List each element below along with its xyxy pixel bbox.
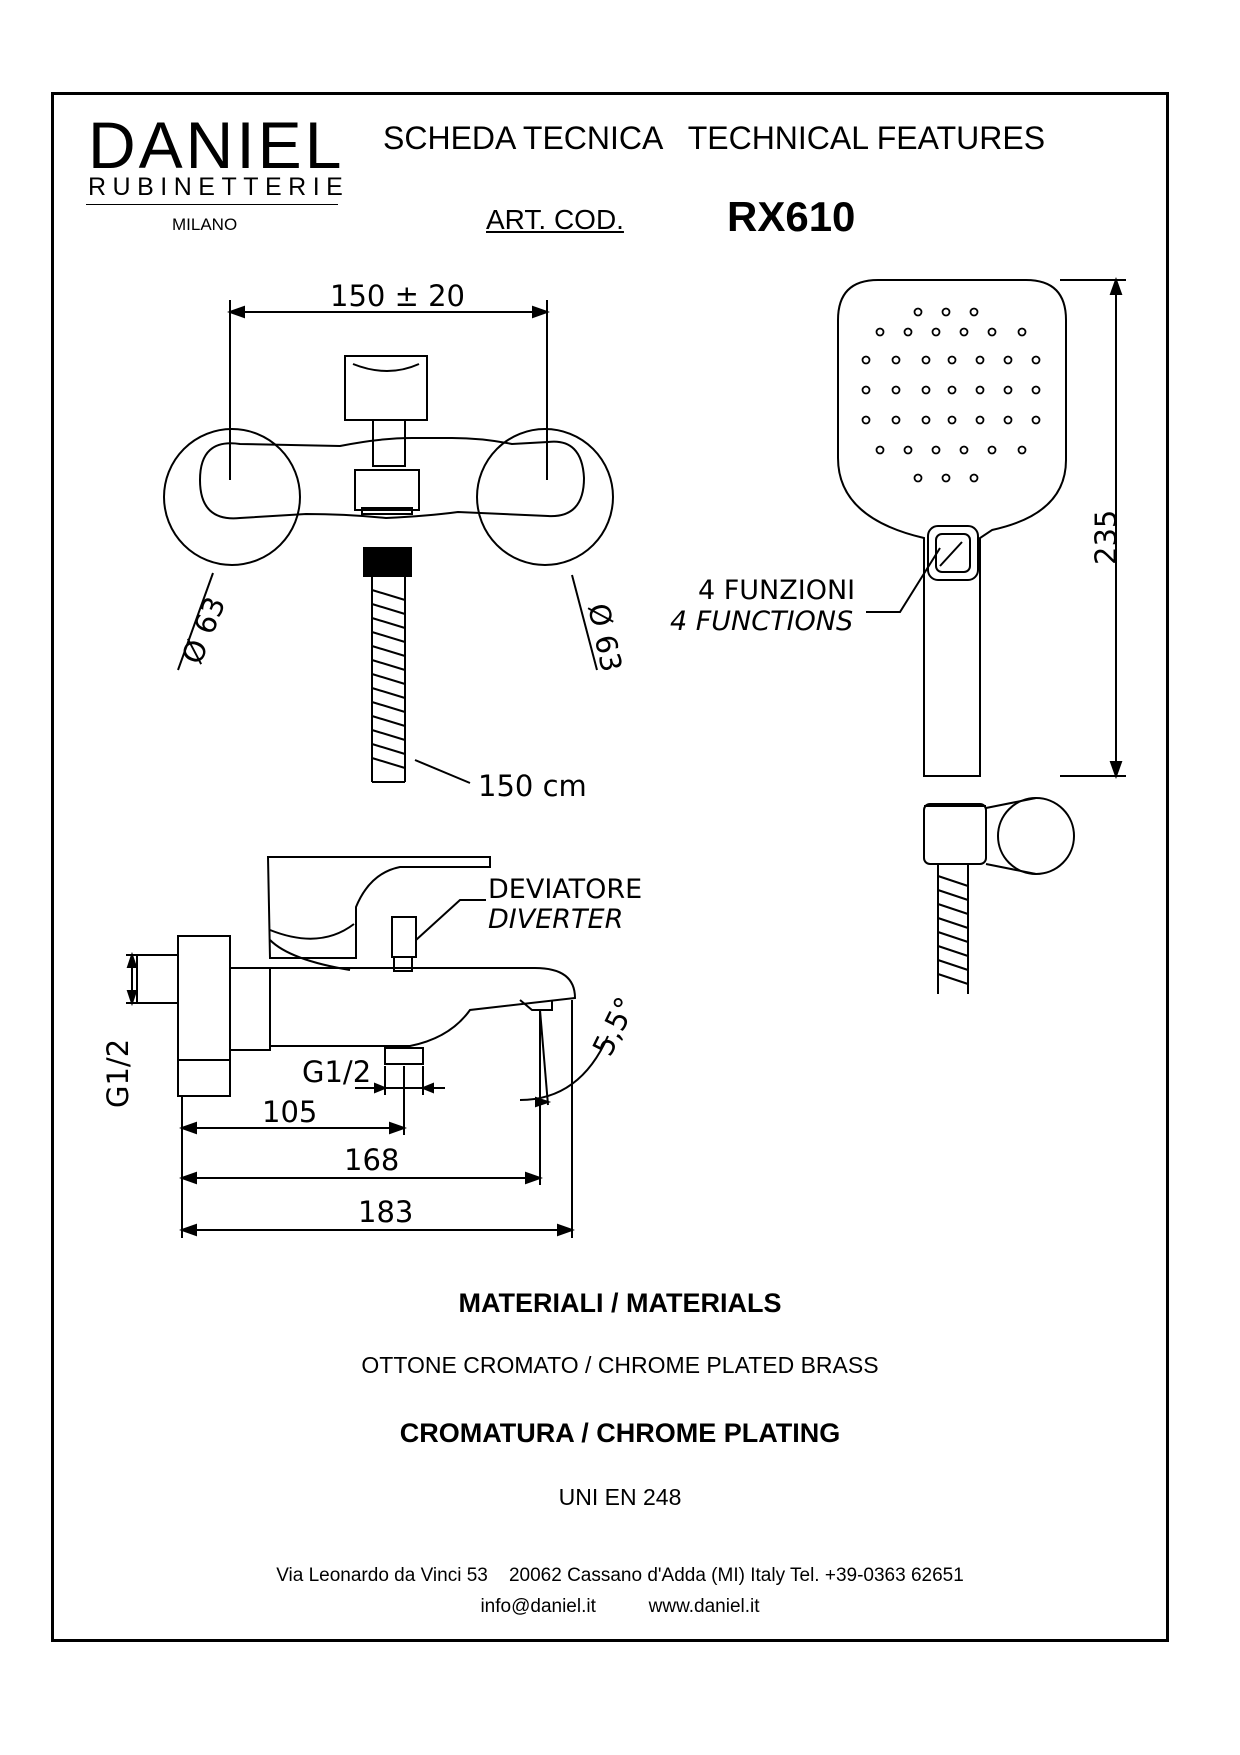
footer-address: Via Leonardo da Vinci 53 20062 Cassano d…	[276, 1565, 964, 1586]
footer-contacts: info@daniel.it www.daniel.it	[480, 1596, 760, 1617]
label-diverter-en: DIVERTER	[488, 904, 623, 935]
brand-logo: DANIEL	[88, 108, 345, 182]
materials-text: OTTONE CROMATO / CHROME PLATED BRASS	[361, 1352, 879, 1378]
brand-subtitle: RUBINETTERIE	[88, 173, 350, 201]
dim-top-width: 150 ± 20	[330, 279, 465, 313]
dim-inlet: G1/2	[101, 1039, 135, 1108]
label-functions-en: 4 FUNCTIONS	[670, 606, 853, 637]
plating-title: CROMATURA / CHROME PLATING	[399, 1418, 841, 1448]
plating-text: UNI EN 248	[558, 1484, 682, 1510]
dim-outlet: G1/2	[302, 1055, 371, 1089]
sheet-border	[51, 92, 1169, 1642]
art-code: RX610	[727, 193, 856, 240]
dim-168: 168	[344, 1143, 399, 1177]
dim-shower-length: 235	[1089, 510, 1123, 565]
dim-105: 105	[262, 1095, 317, 1129]
sheet-title: SCHEDA TECNICA TECHNICAL FEATURES	[383, 120, 1046, 156]
hand-shower-view	[837, 277, 1126, 994]
label-functions-it: 4 FUNZIONI	[698, 575, 855, 606]
dim-angle: 5,5°	[586, 992, 643, 1061]
dim-183: 183	[358, 1195, 413, 1229]
dim-hose-length: 150 cm	[478, 769, 587, 803]
brand-divider	[86, 204, 338, 205]
art-cod-label: ART. COD.	[486, 204, 624, 235]
shower-nozzles	[861, 307, 1041, 483]
materials-title: MATERIALI / MATERIALS	[458, 1288, 782, 1318]
mixer-side-view	[126, 856, 609, 1238]
dim-flange-right: Ø 63	[581, 600, 629, 675]
dim-flange-left: Ø 63	[175, 592, 232, 669]
brand-city: MILANO	[172, 215, 238, 234]
mixer-top-view	[163, 300, 614, 784]
label-diverter-it: DEVIATORE	[488, 874, 642, 905]
